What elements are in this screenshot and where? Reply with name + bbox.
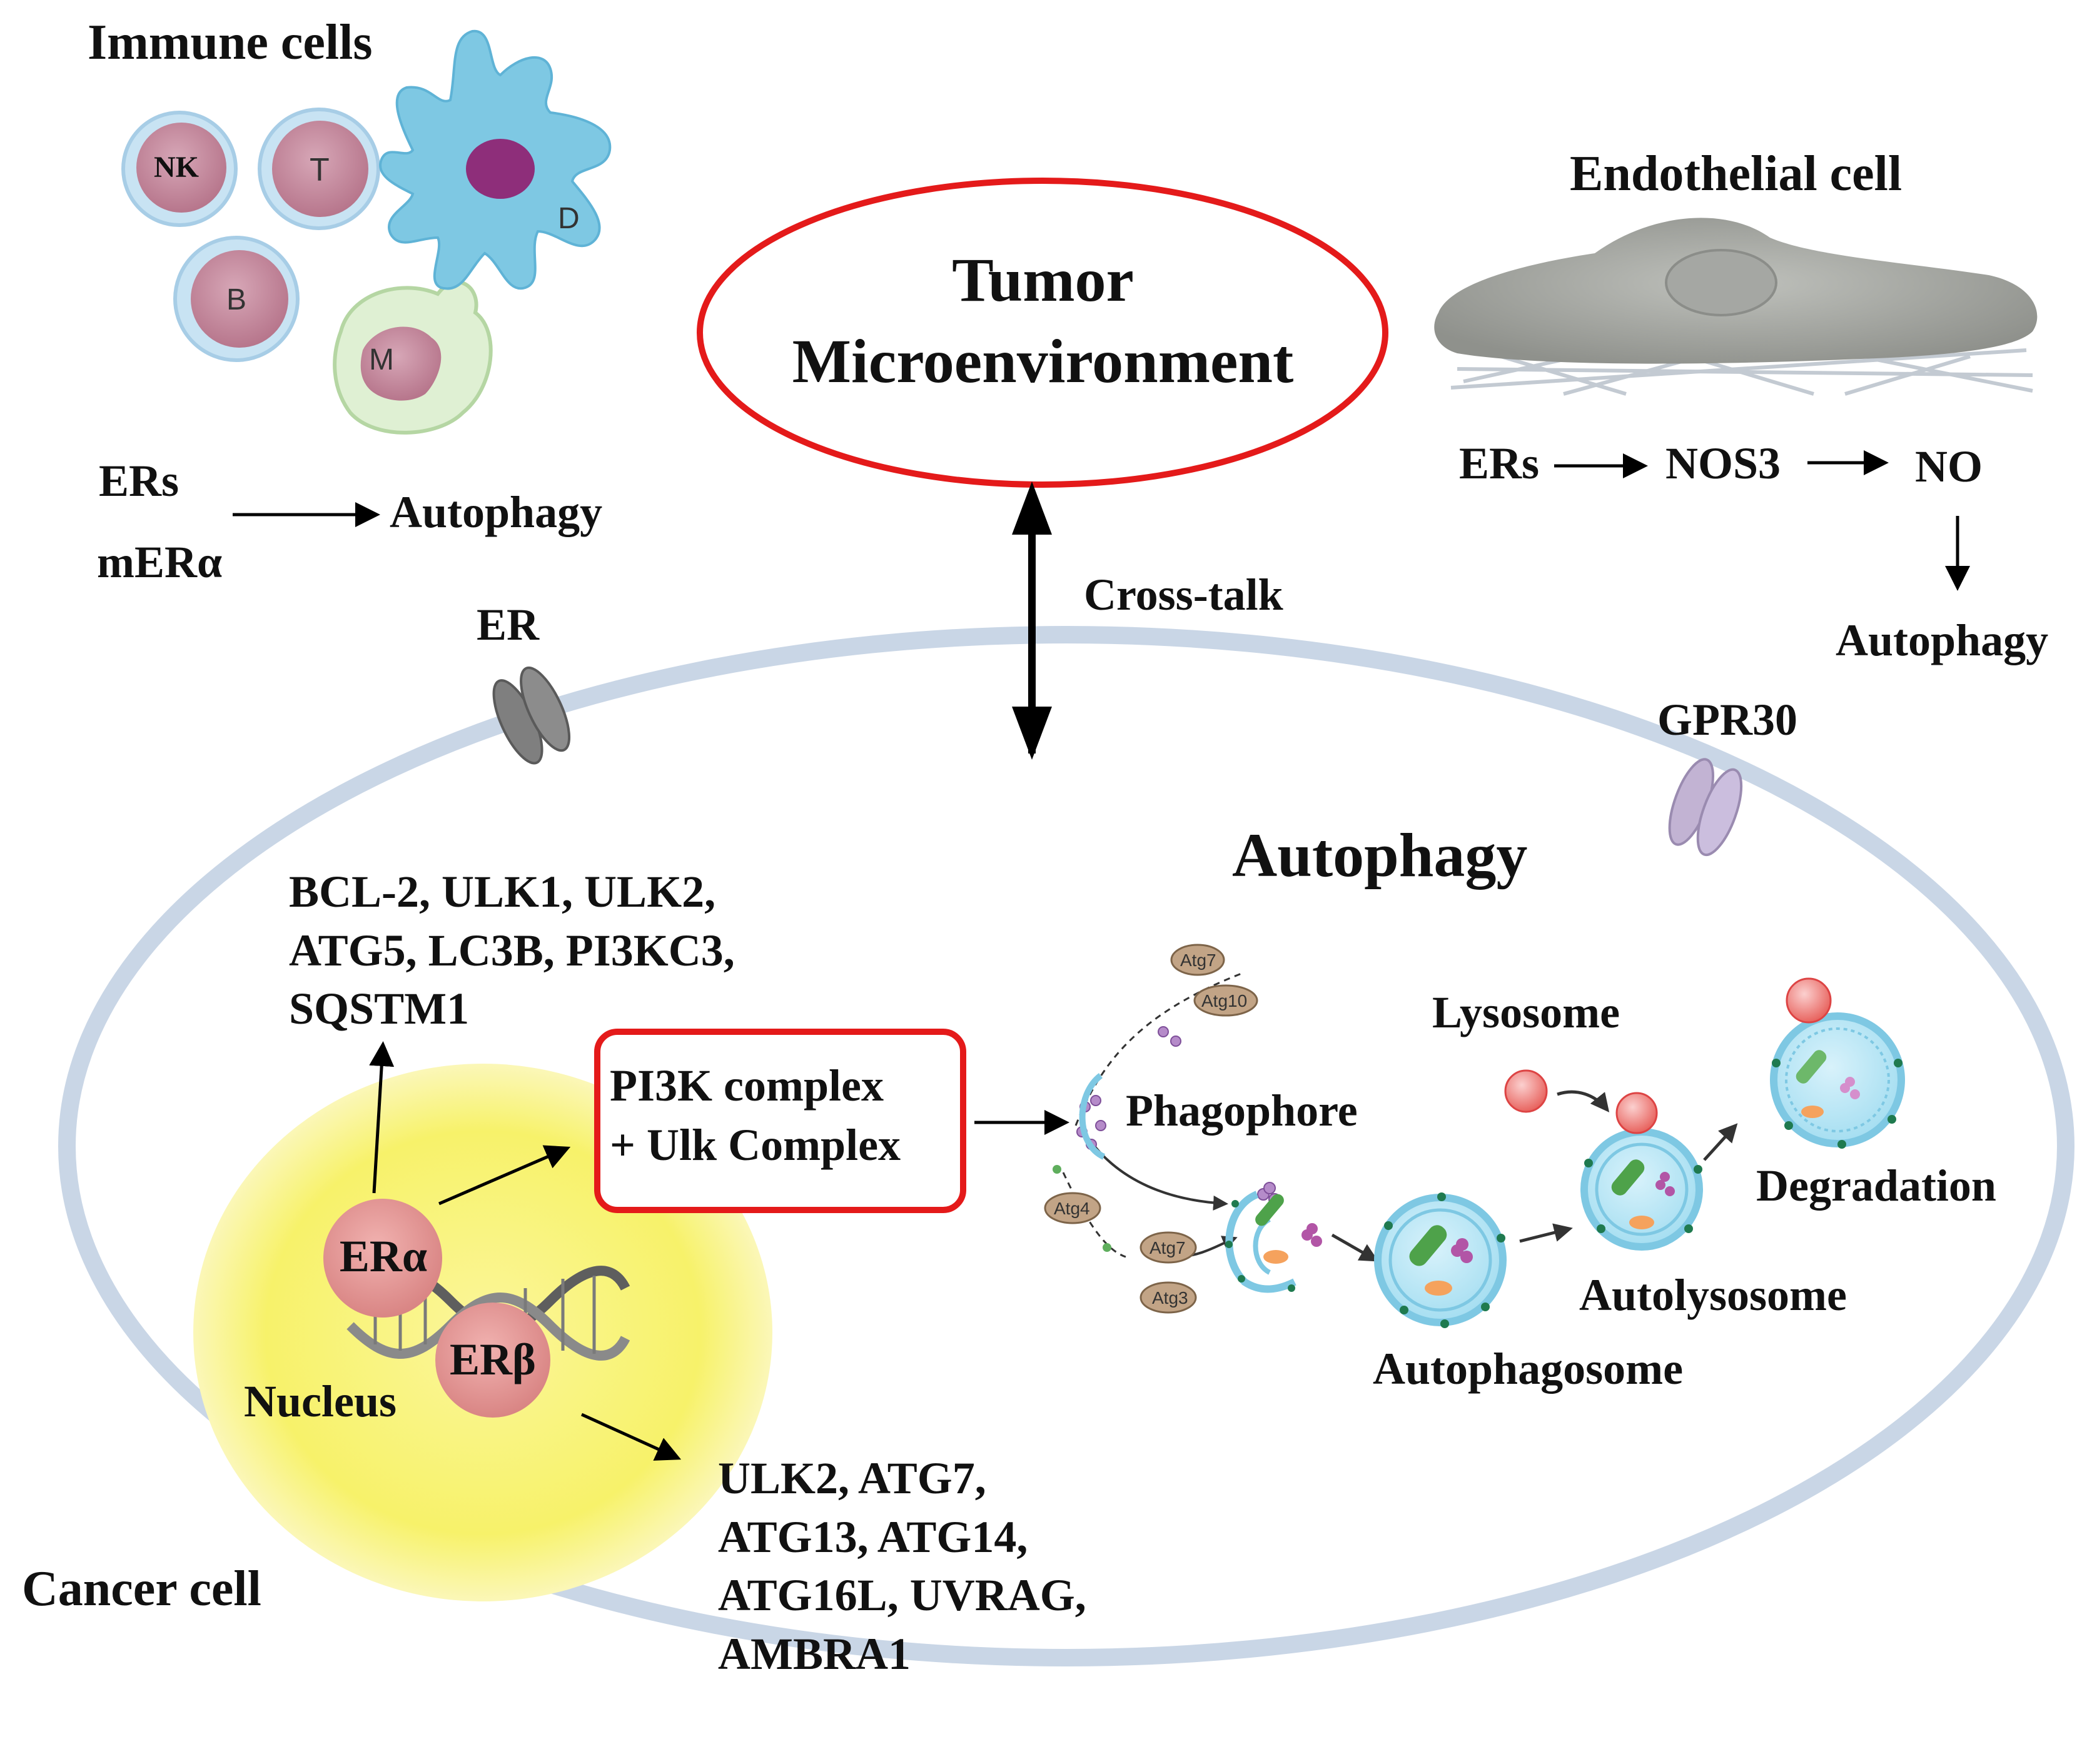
cancer-cell-label: Cancer cell	[22, 1561, 261, 1616]
endothelial-title: Endothelial cell	[1570, 146, 1903, 201]
complex-line2: + Ulk Complex	[610, 1120, 901, 1170]
arrow-era-up	[369, 1041, 395, 1194]
immune-autophagy-label: Autophagy	[390, 487, 603, 537]
atg3-label: Atg3	[1152, 1288, 1188, 1308]
atg7-bottom-label: Atg7	[1150, 1238, 1186, 1257]
nk-label: NK	[154, 151, 199, 184]
atg3-oval	[1140, 1281, 1197, 1314]
nucleus-label: Nucleus	[244, 1376, 397, 1426]
erb-label: ERβ	[450, 1334, 536, 1384]
t-cell-icon	[258, 108, 380, 230]
no-label: NO	[1915, 441, 1983, 491]
atg7-top-label: Atg7	[1180, 950, 1216, 970]
atg7-oval-top	[1170, 944, 1225, 976]
er-receptor-icon	[492, 666, 571, 765]
endothelial-autophagy-label: Autophagy	[1836, 615, 2049, 665]
atg7-oval-bottom	[1140, 1231, 1197, 1264]
crosstalk-arrowhead-bottom	[1012, 707, 1052, 760]
b-cell-icon	[173, 236, 300, 362]
er-alpha-circle	[323, 1199, 442, 1318]
era-label: ERα	[339, 1231, 428, 1281]
autophagosome-label: Autophagosome	[1373, 1344, 1684, 1394]
tumor-title-line2: Microenvironment	[792, 326, 1294, 396]
endothelial-cell-icon	[1434, 218, 2038, 396]
tumor-microenvironment-ellipse	[697, 178, 1388, 488]
lysosome-label: Lysosome	[1432, 987, 1620, 1037]
nk-cell-icon	[121, 111, 238, 227]
b-label: B	[226, 283, 247, 316]
d-label: D	[558, 202, 580, 235]
immune-mera-label: mERα	[97, 537, 223, 587]
immune-cells-title: Immune cells	[88, 15, 373, 70]
autophagy-title: Autophagy	[1232, 820, 1528, 890]
autophagy-pathway-graphics	[1044, 944, 1905, 1328]
er-beta-circle	[435, 1303, 550, 1418]
crosstalk-label: Cross-talk	[1084, 570, 1283, 620]
erb-targets-label: ULK2, ATG7, ATG13, ATG14, ATG16L, UVRAG,…	[718, 1453, 1086, 1679]
cancer-cell-membrane	[58, 626, 2074, 1666]
tumor-title-line1: Tumor	[952, 245, 1134, 315]
autolysosome-label: Autolysosome	[1579, 1270, 1847, 1320]
immune-ers-label: ERs	[99, 456, 179, 506]
phagophore-label: Phagophore	[1126, 1086, 1358, 1136]
atg10-label: Atg10	[1201, 991, 1248, 1011]
degradation-label: Degradation	[1756, 1161, 1996, 1211]
m-label: M	[369, 343, 394, 376]
atg4-label: Atg4	[1054, 1199, 1090, 1218]
dendritic-cell-icon	[379, 29, 612, 290]
atg4-oval	[1044, 1192, 1101, 1224]
gpr30-receptor-icon	[1668, 758, 1743, 857]
pi3k-ulk-complex-box	[594, 1029, 966, 1213]
er-receptor-label: ER	[477, 600, 540, 650]
era-targets-label: BCL-2, ULK1, ULK2, ATG5, LC3B, PI3KC3, S…	[289, 867, 735, 1034]
macrophage-icon	[333, 280, 493, 435]
endothelial-ers-label: ERs	[1459, 438, 1540, 488]
nos3-label: NOS3	[1665, 438, 1781, 488]
t-label: T	[310, 152, 330, 188]
arrow-era-complex	[438, 1145, 571, 1206]
arrow-erb-down	[580, 1413, 682, 1461]
crosstalk-arrowhead-top	[1012, 481, 1052, 535]
gpr30-label: GPR30	[1657, 695, 1797, 745]
atg10-oval	[1193, 984, 1258, 1017]
complex-line1: PI3K complex	[610, 1061, 884, 1111]
